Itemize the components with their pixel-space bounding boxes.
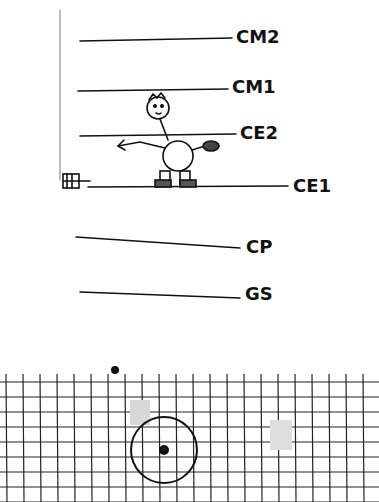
small-box (63, 174, 90, 188)
level-line (78, 89, 228, 91)
stick-figure (118, 93, 219, 187)
level-label: GS (245, 285, 273, 303)
level-label: CM1 (232, 78, 276, 96)
level-label: CE1 (293, 177, 331, 195)
level-line (80, 134, 236, 136)
level-line (76, 237, 240, 248)
level-line (80, 292, 240, 298)
level-line (80, 38, 232, 41)
level-label: CM2 (236, 28, 280, 46)
level-label: CE2 (240, 124, 278, 142)
grid-marks (111, 366, 292, 483)
level-label: CP (246, 238, 272, 256)
margin-line (59, 10, 61, 180)
grid-paper (0, 374, 379, 502)
